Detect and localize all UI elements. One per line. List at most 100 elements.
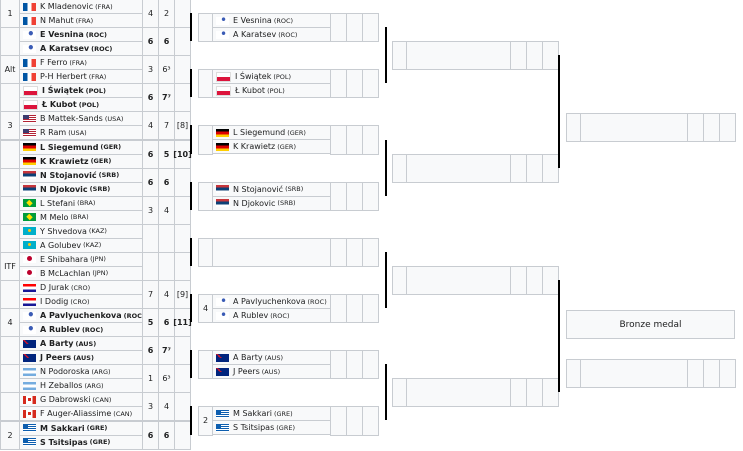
team-entry: E Shibahara(JPN) — [19, 251, 143, 267]
player-name[interactable]: R Ram — [40, 128, 67, 138]
score-cell — [362, 13, 379, 43]
flag-icon — [23, 339, 36, 348]
bronze-medal-label: Bronze medal — [566, 310, 735, 340]
player-name[interactable]: K Mladenovic — [40, 2, 94, 11]
score-cell — [174, 364, 191, 394]
bracket-connector — [385, 364, 387, 421]
player-name[interactable]: G Dabrowski — [40, 395, 91, 405]
player-name[interactable]: K Krawietz — [233, 142, 276, 152]
score-cell: 6 — [142, 167, 159, 197]
flag-icon — [23, 255, 36, 264]
seed-cell — [0, 336, 20, 366]
player-name[interactable]: E Shibahara — [40, 254, 89, 264]
seed-cell: 2 — [0, 420, 20, 450]
score-cell — [158, 251, 175, 281]
player-name[interactable]: M Sakkari — [40, 423, 85, 433]
player-name[interactable]: Y Shvedova — [40, 226, 87, 236]
score-cell — [362, 181, 379, 211]
noc-code: (USA) — [104, 114, 124, 123]
player-name[interactable]: M Melo — [40, 212, 69, 222]
score-cell — [362, 125, 379, 155]
player-name[interactable]: E Vesnina — [233, 16, 272, 26]
player-name[interactable]: H Zeballos — [40, 381, 83, 391]
player-name[interactable]: F Auger-Aliassime — [40, 409, 112, 419]
score-cell — [719, 359, 736, 389]
flag-icon — [23, 438, 36, 446]
player-name[interactable]: F Ferro — [40, 58, 68, 68]
player-name[interactable]: A Pavlyuchenkova — [233, 297, 306, 307]
score-cell: 7 — [142, 280, 159, 310]
noc-code: (GER) — [287, 128, 306, 137]
seed-cell — [198, 350, 213, 380]
player-name[interactable]: I Świątek — [42, 86, 84, 96]
player-name[interactable]: A Karatsev — [40, 44, 90, 54]
player-name[interactable]: S Tsitsipas — [233, 423, 275, 433]
player-name[interactable]: L Siegemund — [40, 142, 99, 152]
player-name[interactable]: A Pavlyuchenkova — [40, 311, 122, 321]
team-entry: A Karatsev(ROC) — [19, 41, 143, 57]
score-cell — [346, 350, 363, 380]
noc-code: (ROC) — [278, 30, 298, 39]
player-name[interactable]: B McLachlan — [40, 268, 91, 278]
player-name[interactable]: N Stojanović — [233, 184, 284, 194]
team-entry: F Auger-Aliassime(CAN) — [19, 406, 143, 422]
seed-cell — [0, 139, 20, 169]
noc-code: (AUS) — [264, 353, 283, 362]
player-name[interactable]: J Peers — [233, 367, 260, 377]
bracket-connector — [190, 69, 192, 98]
player-name[interactable]: A Barty — [233, 353, 263, 363]
player-name[interactable]: E Vesnina — [40, 30, 84, 40]
team-entry-empty — [406, 265, 511, 296]
seed-cell — [198, 125, 213, 155]
flag-icon — [23, 143, 36, 151]
seed-cell — [198, 13, 213, 43]
player-name[interactable]: N Djokovic — [233, 198, 276, 208]
player-name[interactable]: A Rublev — [233, 311, 269, 321]
score-cell: 2 — [158, 0, 175, 29]
player-name[interactable]: N Podoroska — [40, 367, 90, 377]
flag-icon — [216, 185, 229, 194]
seed-cell — [0, 27, 20, 57]
team-entry: N Stojanović(SRB) — [212, 181, 331, 197]
player-name[interactable]: A Barty — [40, 339, 74, 349]
player-name[interactable]: A Karatsev — [233, 30, 277, 40]
flag-icon — [23, 213, 36, 222]
score-cell: 3 — [142, 392, 159, 422]
player-name[interactable]: S Tsitsipas — [40, 437, 88, 447]
flag-icon — [23, 269, 36, 278]
player-name[interactable]: Ł Kubot — [235, 86, 266, 96]
player-name[interactable]: N Djokovic — [40, 184, 88, 194]
noc-code: (JPN) — [92, 269, 109, 278]
noc-code: (ROC) — [307, 297, 327, 306]
flag-icon — [23, 367, 36, 376]
noc-code: (USA) — [68, 128, 87, 137]
player-name[interactable]: I Świątek — [235, 72, 272, 82]
score-cell: 7⁷ — [158, 336, 175, 366]
team-entry-empty — [406, 41, 511, 71]
team-entry: P-H Herbert(FRA) — [19, 69, 143, 85]
player-name[interactable]: L Siegemund — [233, 128, 286, 138]
team-entry: S Tsitsipas(GRE) — [212, 420, 331, 436]
player-name[interactable]: P-H Herbert — [40, 72, 87, 82]
flag-icon — [23, 241, 36, 250]
noc-code: (KAZ) — [88, 227, 107, 236]
player-name[interactable]: K Krawietz — [40, 156, 89, 166]
noc-code: (BRA) — [70, 213, 89, 222]
player-name[interactable]: N Stojanović — [40, 170, 97, 180]
player-name[interactable]: I Dodig — [40, 297, 69, 306]
seed-cell — [0, 195, 20, 225]
player-name[interactable]: B Mattek-Sands — [40, 114, 103, 124]
player-name[interactable]: Ł Kubot — [42, 100, 77, 110]
flag-icon — [216, 142, 229, 151]
player-name[interactable]: L Stefani — [40, 198, 76, 208]
player-name[interactable]: M Sakkari — [233, 409, 272, 419]
player-name[interactable]: A Golubev — [40, 240, 82, 250]
flag-icon — [23, 16, 36, 25]
bracket-connector — [385, 251, 387, 309]
player-name[interactable]: N Mahut — [40, 16, 74, 25]
noc-code: (BRA) — [77, 199, 96, 208]
bracket-connector — [190, 406, 192, 435]
player-name[interactable]: J Peers — [40, 353, 72, 363]
player-name[interactable]: A Rublev — [40, 325, 80, 335]
player-name[interactable]: D Jurak — [40, 283, 69, 292]
